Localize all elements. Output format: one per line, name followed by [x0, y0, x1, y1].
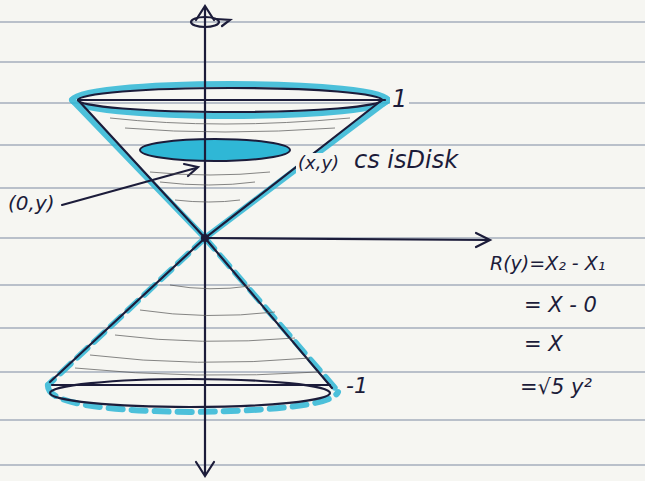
- axis-value: 1: [390, 86, 409, 112]
- ruled-lines: [0, 22, 645, 465]
- formula-text: = X: [522, 333, 565, 356]
- ink: [50, 6, 490, 476]
- formula-text: = X - 0: [522, 294, 599, 317]
- highlight: [48, 84, 388, 412]
- scribble-lines: [75, 118, 350, 375]
- point-label: (x,y): [296, 153, 341, 173]
- point-label: (0,y): [6, 192, 57, 214]
- cross-section-disk: [140, 139, 290, 161]
- formula-text: R(y)=X₂ - X₁: [488, 253, 607, 274]
- axis-value: -1: [344, 374, 370, 398]
- formula-text: =√5 y²: [518, 376, 594, 399]
- note-text: cs isDisk: [352, 147, 460, 173]
